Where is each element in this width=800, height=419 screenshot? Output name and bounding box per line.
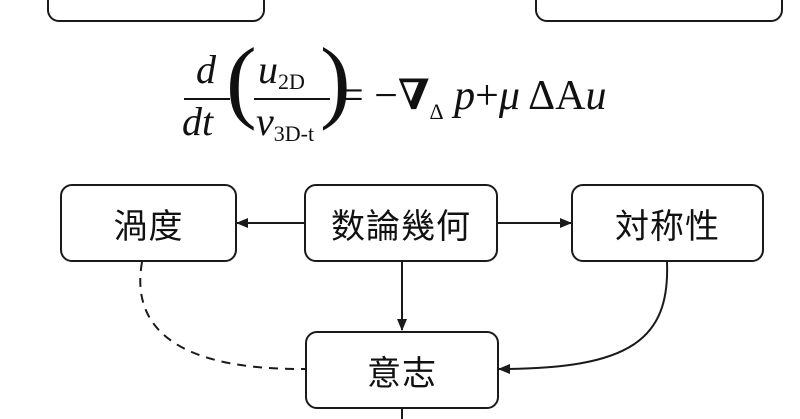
node-ishi-label: 意志 (367, 353, 437, 394)
equation: d dt ( u2D v3D-t ) = −∇Δ p+μ ΔAu (178, 34, 638, 150)
node-taisho-label: 対称性 (615, 206, 720, 247)
node-ishi: 意志 (305, 331, 499, 409)
equation-equals: = (340, 73, 364, 119)
equation-top-subscript: 2D (278, 69, 305, 94)
node-taisho: 対称性 (571, 184, 764, 262)
equation-plus: + (475, 73, 499, 119)
curve-taisho-to-ishi (498, 261, 669, 374)
dashed-curve-uzudo-to-ishi (139, 261, 306, 371)
equation-bottom-var: v3D-t (256, 98, 314, 147)
node-center: 数論幾何 (304, 184, 498, 262)
equation-A: A (555, 73, 586, 119)
equation-right-hand-side: = −∇Δ p+μ ΔAu (340, 70, 606, 125)
equation-denominator-dt: dt (182, 99, 214, 144)
equation-numerator-d: d (196, 47, 216, 92)
equation-right-paren: ) (320, 29, 351, 131)
equation-top-var: u2D (258, 46, 305, 95)
equation-delta: Δ (528, 73, 556, 119)
equation-nabla-subscript: Δ (429, 99, 444, 124)
top-right-partial-box (535, 0, 783, 22)
equation-derivative-bar (184, 98, 230, 100)
node-uzudo: 渦度 (60, 184, 237, 262)
node-center-label: 数論幾何 (331, 206, 471, 247)
equation-fraction-bar (254, 98, 330, 100)
equation-u: u (585, 73, 607, 119)
equation-bottom-var-letter: v (256, 99, 274, 144)
equation-mu: μ (498, 73, 520, 119)
node-uzudo-label: 渦度 (113, 206, 184, 247)
top-left-partial-box (47, 0, 265, 22)
equation-p: p (454, 73, 476, 119)
equation-minus: − (374, 73, 398, 119)
equation-bottom-subscript: 3D-t (273, 121, 315, 146)
equation-nabla: ∇ (397, 73, 430, 119)
equation-top-var-letter: u (258, 47, 278, 92)
equation-left-paren: ( (226, 29, 257, 131)
